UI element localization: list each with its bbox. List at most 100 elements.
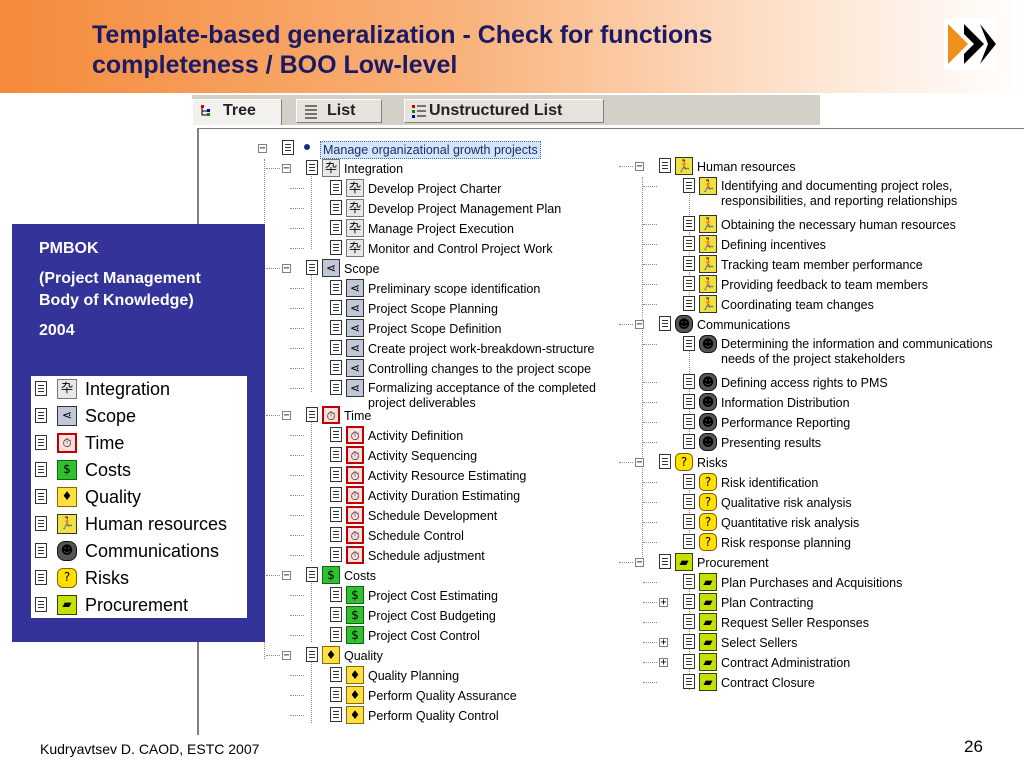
document-icon — [683, 574, 695, 589]
integration-icon: 卆 — [346, 199, 364, 217]
human-resources-icon: 🏃 — [699, 235, 717, 253]
integration-icon: 卆 — [346, 179, 364, 197]
expand-toggle[interactable]: + — [659, 657, 668, 668]
document-icon — [683, 434, 695, 449]
tree-item-label: Project Cost Estimating — [368, 589, 498, 603]
document-icon — [330, 427, 342, 442]
view-tabs: Tree List Unstructured List — [192, 95, 820, 125]
document-icon — [659, 554, 671, 569]
time-icon: ⏱ — [322, 406, 340, 424]
tree-item-label: Manage Project Execution — [368, 222, 514, 236]
title-line-1: Template-based generalization - Check fo… — [92, 21, 713, 49]
procurement-icon: ▰ — [699, 653, 717, 671]
tree-root-label[interactable]: Manage organizational growth projects — [320, 141, 541, 159]
tree-item-label: Project Cost Budgeting — [368, 609, 496, 623]
risks-icon: ? — [699, 513, 717, 531]
legend-label: Scope — [85, 406, 137, 426]
tree-group-label: Human resources — [697, 160, 796, 174]
scope-icon: ⋖ — [346, 379, 364, 397]
tree-item-label: Preliminary scope identification — [368, 282, 541, 296]
tab-tree-label: Tree — [223, 102, 256, 119]
tree-item-label: Plan Purchases and Acquisitions — [721, 576, 903, 590]
root-bullet-icon — [304, 144, 310, 150]
time-icon: ⏱ — [346, 446, 364, 464]
legend-label: Quality — [85, 487, 142, 507]
costs-icon: $ — [346, 606, 364, 624]
human-resources-icon: 🏃 — [57, 514, 77, 534]
tree-item-label: Defining incentives — [721, 238, 826, 252]
document-icon — [683, 336, 695, 351]
document-icon — [683, 236, 695, 251]
legend-label: Integration — [85, 379, 171, 399]
tab-list[interactable]: List — [296, 99, 382, 123]
communications-icon: ☻ — [675, 315, 693, 333]
legend-label: Costs — [85, 460, 132, 480]
legend-label: Communications — [85, 541, 220, 561]
tree-item-label: Monitor and Control Project Work — [368, 242, 553, 256]
document-icon — [659, 454, 671, 469]
pmbok-year: 2004 — [39, 322, 75, 339]
document-icon — [35, 381, 47, 396]
collapse-toggle[interactable]: − — [635, 457, 644, 468]
tree-item-label: Contract Administration — [721, 656, 851, 670]
expand-toggle[interactable]: + — [659, 637, 668, 648]
document-icon — [330, 707, 342, 722]
tree-item-label: Obtaining the necessary human resources — [721, 218, 956, 232]
collapse-toggle[interactable]: − — [635, 161, 644, 172]
tree-item-label: Providing feedback to team members — [721, 278, 929, 292]
tab-unstructured-list[interactable]: Unstructured List — [404, 99, 604, 123]
procurement-icon: ▰ — [699, 613, 717, 631]
costs-icon: $ — [57, 460, 77, 480]
collapse-toggle[interactable]: − — [282, 570, 291, 581]
document-icon — [683, 514, 695, 529]
procurement-icon: ▰ — [699, 573, 717, 591]
integration-icon: 卆 — [346, 239, 364, 257]
document-icon — [683, 216, 695, 231]
title-line-2: completeness / BOO Low-level — [92, 51, 458, 79]
collapse-toggle[interactable]: − — [282, 650, 291, 661]
document-icon — [330, 687, 342, 702]
document-icon — [35, 570, 47, 585]
document-icon — [330, 467, 342, 482]
document-icon — [330, 340, 342, 355]
communications-icon: ☻ — [699, 373, 717, 391]
slide-header: Template-based generalization - Check fo… — [0, 0, 1024, 93]
document-icon — [330, 300, 342, 315]
legend-label: Human resources — [85, 514, 228, 534]
logo-arrow-icon — [944, 18, 996, 70]
risks-icon: ? — [699, 493, 717, 511]
tree-item-label: Risk response planning — [721, 536, 851, 550]
collapse-toggle[interactable]: − — [282, 263, 291, 274]
document-icon — [330, 547, 342, 562]
scope-icon: ⋖ — [346, 359, 364, 377]
collapse-toggle[interactable]: − — [635, 319, 644, 330]
document-icon — [683, 178, 695, 193]
tree-item-label: Request Seller Responses — [721, 616, 869, 630]
collapse-toggle[interactable]: − — [258, 143, 267, 154]
procurement-icon: ▰ — [699, 633, 717, 651]
tree-view: − Manage organizational growth projects … — [197, 128, 1024, 735]
collapse-toggle[interactable]: − — [635, 557, 644, 568]
tree-item-label: Information Distribution — [721, 396, 850, 410]
tree-item-label: Create project work-breakdown-structure — [368, 342, 595, 356]
scope-icon: ⋖ — [346, 279, 364, 297]
document-icon — [683, 256, 695, 271]
scope-icon: ⋖ — [346, 339, 364, 357]
expand-toggle[interactable]: + — [659, 597, 668, 608]
document-icon — [330, 360, 342, 375]
document-icon — [35, 516, 47, 531]
document-icon — [330, 280, 342, 295]
time-icon: ⏱ — [346, 466, 364, 484]
tree-item-label: Schedule Control — [368, 529, 464, 543]
scope-icon: ⋖ — [57, 406, 77, 426]
tab-tree[interactable]: Tree — [192, 99, 282, 125]
collapse-toggle[interactable]: − — [282, 410, 291, 421]
collapse-toggle[interactable]: − — [282, 163, 291, 174]
document-icon — [35, 543, 47, 558]
unstructured-list-icon — [412, 105, 426, 118]
tab-unstructured-label: Unstructured List — [429, 102, 563, 119]
document-icon — [35, 408, 47, 423]
procurement-icon: ▰ — [699, 593, 717, 611]
document-icon — [306, 567, 318, 582]
legend-label: Risks — [85, 568, 129, 588]
